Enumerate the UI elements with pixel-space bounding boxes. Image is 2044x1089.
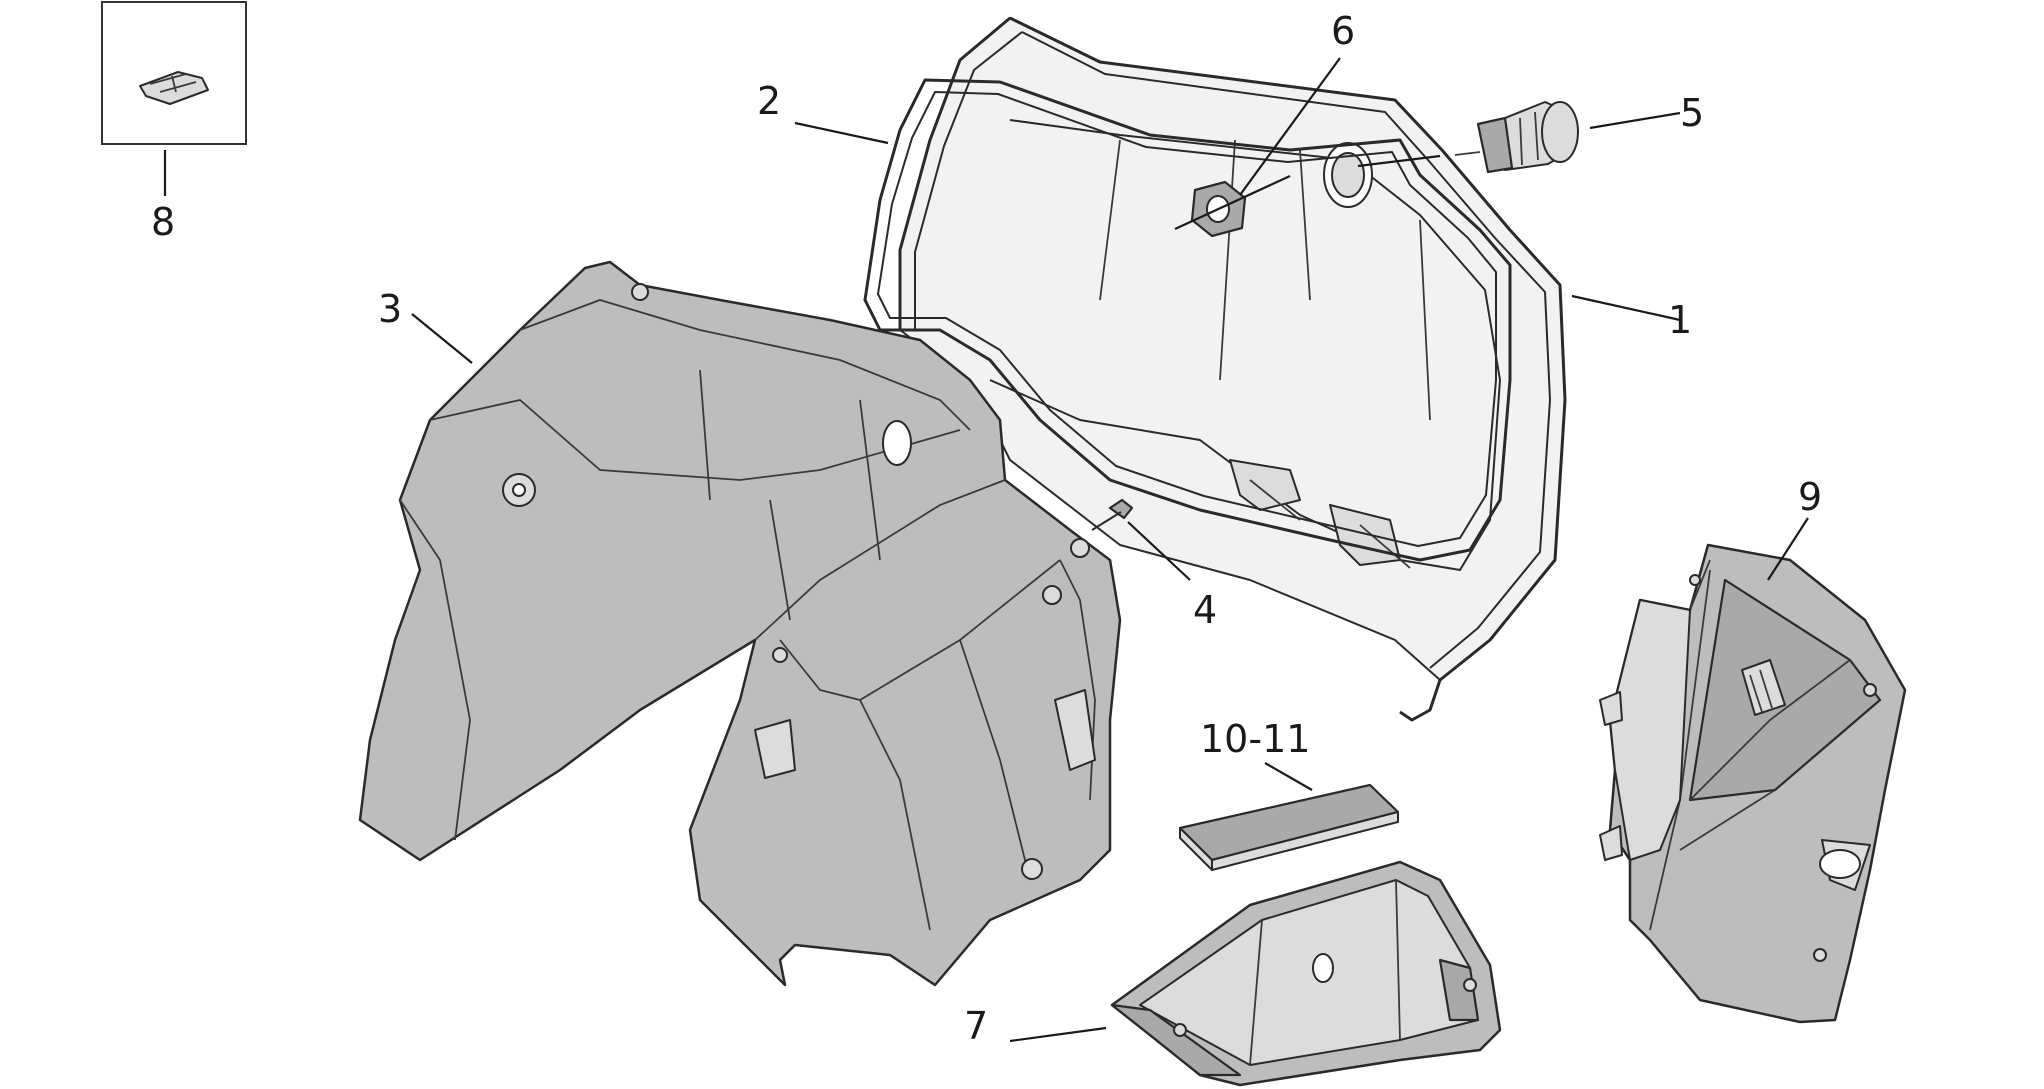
- part-10-11-pad: [1178, 762, 1400, 871]
- callout-3: 3: [378, 287, 402, 331]
- part-5-lock-cylinder: [1357, 101, 1681, 174]
- part-8-clip-inset: [101, 1, 247, 196]
- callout-7: 7: [964, 1004, 988, 1048]
- callout-4: 4: [1193, 588, 1217, 632]
- callout-1: 1: [1668, 298, 1692, 342]
- callout-2: 2: [757, 79, 781, 123]
- part-9-side-cover: [1599, 517, 1907, 1024]
- part-6-nut: [1174, 57, 1341, 238]
- callout-5: 5: [1680, 91, 1704, 135]
- part-1-cover-panel: [898, 16, 1681, 722]
- callout-8: 8: [151, 200, 175, 244]
- part-3-inner-shield: [358, 260, 1122, 987]
- part-7-tray: [1009, 860, 1502, 1087]
- part-4-screw: [1091, 498, 1191, 581]
- part-2-seal-gasket: [794, 78, 1512, 562]
- callout-9: 9: [1798, 475, 1822, 519]
- callout-10-11: 10-11: [1200, 717, 1310, 761]
- callout-6: 6: [1331, 9, 1355, 53]
